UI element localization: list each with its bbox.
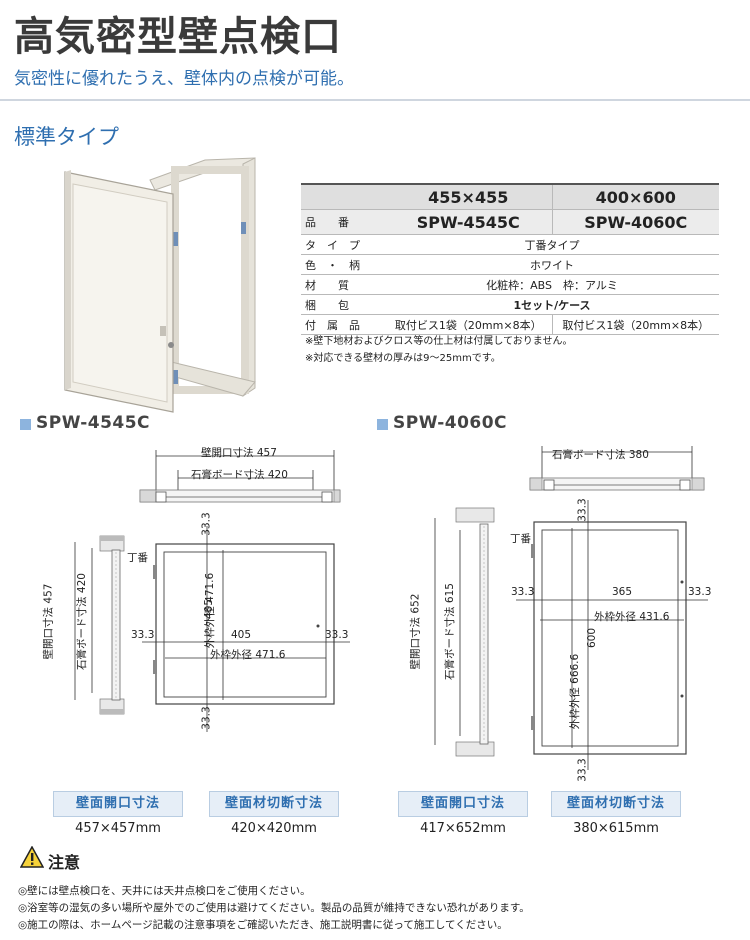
- packing-row: 梱 包 1セット/ケース: [301, 294, 719, 315]
- bullet-square: [377, 419, 388, 430]
- dim-side-outer: 壁開口寸法 457: [42, 583, 55, 660]
- divider: [0, 99, 750, 101]
- hinge-label: 丁番: [127, 552, 148, 564]
- spec-note: ※対応できる壁材の厚みは9〜25mmです。: [305, 353, 501, 364]
- caution-note: ◎壁には壁点検口を、天井には天井点検口をご使用ください。: [18, 885, 311, 897]
- dim-outer-width: 外枠外径 471.6: [210, 649, 286, 661]
- dim-margin-bottom: 33.3: [200, 706, 213, 730]
- size-cell: 400×600: [551, 183, 719, 210]
- row-label: 品 番: [301, 209, 385, 235]
- dim-margin-left: 33.3: [131, 629, 155, 641]
- color-row: 色 ・ 柄 ホワイト: [301, 254, 719, 275]
- type-row: タ イ プ 丁番タイプ: [301, 234, 719, 255]
- size-row: 455×455 400×600: [301, 183, 719, 210]
- dim-margin-bottom: 33.3: [576, 758, 589, 782]
- caution-note: ◎施工の際は、ホームページ記載の注意事項をご確認いただき、施工説明書に従って施工…: [18, 919, 508, 931]
- code-cell: SPW-4060C: [551, 209, 719, 235]
- accessories-row: 付 属 品 取付ビス1袋（20mm×8本） 取付ビス1袋（20mm×8本）: [301, 314, 719, 335]
- size-cell: 455×455: [385, 183, 552, 210]
- dim-top-inner: 石膏ボード寸法 380: [552, 449, 649, 461]
- row-value: 1セット/ケース: [385, 294, 719, 315]
- row-label: 色 ・ 柄: [301, 254, 385, 275]
- dim-inner-width: 365: [612, 586, 633, 598]
- diagram-4545c: [74, 450, 350, 732]
- page-subtitle: 気密性に優れたうえ、壁体内の点検が可能。: [14, 69, 354, 89]
- dim-margin-right: 33.3: [688, 586, 712, 598]
- spec-table: 455×455 400×600 品 番 SPW-4545C SPW-4060C …: [301, 183, 719, 335]
- row-value: 取付ビス1袋（20mm×8本）: [385, 314, 552, 335]
- warning-icon: [20, 846, 44, 868]
- dim-inner-height: 405: [203, 598, 216, 620]
- dim-outer-width: 外枠外径 431.6: [594, 611, 670, 623]
- dim-margin-top: 33.3: [200, 512, 213, 536]
- caution-note: ◎浴室等の湿気の多い場所や屋外でのご使用は避けてください。製品の品質が維持できな…: [18, 902, 530, 914]
- row-value: 丁番タイプ: [385, 234, 719, 255]
- dim-side-inner: 石膏ボード寸法 615: [443, 583, 456, 680]
- dim-margin-top: 33.3: [576, 498, 589, 522]
- diagram-heading: SPW-4545C: [36, 413, 151, 433]
- badge-wall-opening: 壁面開口寸法: [53, 791, 183, 817]
- page-title: 高気密型壁点検口: [14, 14, 342, 60]
- spec-note: ※壁下地材およびクロス等の仕上材は付属しておりません。: [305, 336, 573, 347]
- code-cell: SPW-4545C: [385, 209, 552, 235]
- row-value: ホワイト: [385, 254, 719, 275]
- row-label: タ イ プ: [301, 234, 385, 255]
- row-value: 取付ビス1袋（20mm×8本）: [551, 314, 719, 335]
- badge-board-cut: 壁面材切断寸法: [551, 791, 681, 817]
- row-label: 梱 包: [301, 294, 385, 315]
- code-row: 品 番 SPW-4545C SPW-4060C: [301, 209, 719, 235]
- value-board-cut: 380×615mm: [573, 821, 659, 836]
- dim-margin-left: 33.3: [511, 586, 535, 598]
- dim-side-inner: 石膏ボード寸法 420: [75, 573, 88, 670]
- caution-title: 注意: [48, 853, 81, 872]
- material-row: 材 質 化粧枠：ABS 枠：アルミ: [301, 274, 719, 295]
- badge-wall-opening: 壁面開口寸法: [398, 791, 528, 817]
- diagram-heading: SPW-4060C: [393, 413, 508, 433]
- value-board-cut: 420×420mm: [231, 821, 317, 836]
- row-label: 材 質: [301, 274, 385, 295]
- dim-side-outer: 壁開口寸法 652: [409, 593, 422, 670]
- badge-board-cut: 壁面材切断寸法: [209, 791, 339, 817]
- value-wall-opening: 457×457mm: [75, 821, 161, 836]
- section-title: 標準タイプ: [14, 125, 119, 149]
- dim-top-outer: 壁開口寸法 457: [201, 447, 277, 459]
- dim-inner-width: 405: [231, 629, 252, 641]
- dim-margin-right: 33.3: [325, 629, 349, 641]
- dim-top-inner: 石膏ボード寸法 420: [191, 469, 288, 481]
- bullet-square: [20, 419, 31, 430]
- dim-inner-height: 600: [586, 627, 599, 649]
- hinge-label: 丁番: [510, 533, 531, 545]
- row-value: 化粧枠：ABS 枠：アルミ: [385, 274, 719, 295]
- diagram-4060c: [434, 446, 708, 770]
- dim-outer-height: 外枠外径 666.6: [569, 653, 582, 730]
- row-label: 付 属 品: [301, 314, 385, 335]
- product-image: [64, 157, 256, 413]
- value-wall-opening: 417×652mm: [420, 821, 506, 836]
